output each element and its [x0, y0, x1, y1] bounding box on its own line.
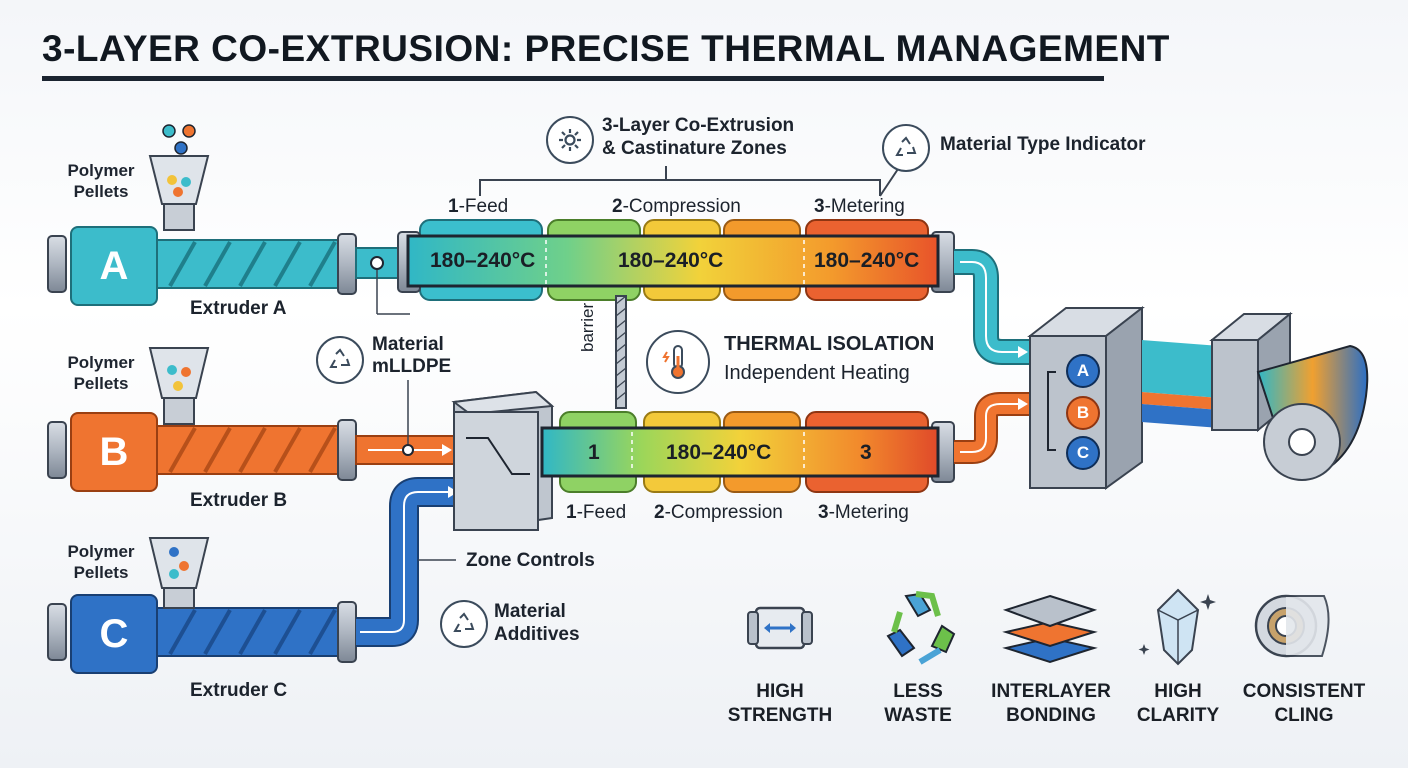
material-additives-line1: Material	[494, 601, 566, 622]
bottom-zone-label-3: 3-Metering	[818, 502, 909, 523]
thermometer-icon	[646, 330, 710, 394]
recycle-icon	[316, 336, 364, 384]
top-zone-temp-3: 180–240°C	[814, 249, 920, 272]
feedblock	[451, 390, 555, 531]
hopper-a	[148, 124, 210, 231]
die-layer-a-badge: A	[1066, 354, 1100, 388]
die-layer-b-badge: B	[1066, 396, 1100, 430]
extruder-b-label: Extruder B	[190, 490, 288, 511]
hopper-b	[148, 347, 210, 425]
hopper-a-label: Polymer Pellets	[67, 161, 135, 201]
top-zone-temp-1: 180–240°C	[430, 249, 536, 272]
barrier-label: barrier	[578, 302, 597, 352]
zone-controls-label: Zone Controls	[466, 550, 595, 571]
top-barrel	[406, 234, 940, 288]
top-zone-temp-2: 180–240°C	[618, 249, 724, 272]
film-output	[1142, 311, 1369, 481]
recycle-icon	[882, 124, 930, 172]
material-additives-line2: Additives	[494, 624, 580, 645]
title-underline	[42, 76, 1104, 81]
extruder-a-letter: A	[70, 226, 158, 306]
layers-icon	[1000, 586, 1100, 670]
film-roll-icon	[1252, 588, 1342, 668]
thermal-isolation-title: THERMAL ISOLATION	[724, 333, 935, 355]
recycle-icon	[440, 600, 488, 648]
material-mlldpe-line2: mLLDPE	[372, 356, 452, 377]
hopper-b-label: Polymer Pellets	[67, 353, 135, 393]
roller-icon	[742, 590, 818, 666]
top-zone-label-3: 3-Metering	[814, 196, 905, 217]
bottom-zone-value-2: 180–240°C	[666, 441, 772, 464]
bottom-zone-value-1: 1	[588, 441, 600, 464]
bottom-barrel	[540, 426, 940, 478]
barrier-wall	[615, 295, 627, 409]
recycle-icon	[876, 586, 960, 670]
page-title: 3-LAYER CO-EXTRUSION: PRECISE THERMAL MA…	[42, 28, 1170, 69]
extruder-b-barrel	[47, 419, 457, 481]
hopper-c-label: Polymer Pellets	[67, 542, 135, 582]
extruder-c-barrel	[47, 477, 458, 663]
bottom-zone-value-3: 3	[860, 441, 872, 464]
extruder-a-barrel	[47, 233, 405, 295]
extruder-b-letter: B	[70, 412, 158, 492]
bottom-zone-label-2: 2-Compression	[654, 502, 783, 523]
material-type-indicator: Material Type Indicator	[940, 134, 1146, 155]
extruder-c-letter: C	[70, 594, 158, 674]
material-mlldpe-line1: Material	[372, 334, 444, 355]
top-zone-label-2: 2-Compression	[612, 196, 741, 217]
die-layer-c-badge: C	[1066, 436, 1100, 470]
extruder-c-label: Extruder C	[190, 680, 288, 701]
crystal-icon	[1136, 584, 1220, 668]
zones-header-line1: 3-Layer Co-Extrusion	[602, 115, 795, 136]
thermal-isolation-subtitle: Independent Heating	[724, 362, 910, 384]
bottom-zone-label-1: 1-Feed	[566, 502, 627, 523]
hopper-c	[148, 537, 210, 609]
top-zone-label-1: 1-Feed	[448, 196, 509, 217]
extruder-a-label: Extruder A	[190, 298, 287, 319]
gear-icon	[546, 116, 594, 164]
zones-header-line2: & Castinature Zones	[602, 138, 787, 159]
